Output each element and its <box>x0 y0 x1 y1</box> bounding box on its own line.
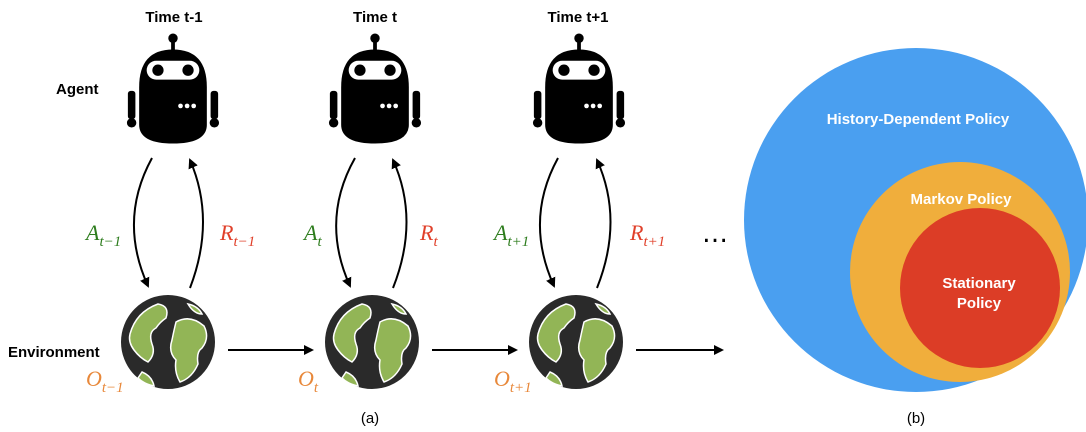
history-dependent-policy-label: History-Dependent Policy <box>827 111 1010 128</box>
reward-arrow <box>595 158 612 289</box>
reward-arrow <box>188 158 204 289</box>
step-t-minus-1: Time t-1 At−1 Rt−1 Ot−1 <box>84 9 314 396</box>
globe-environment-icon <box>119 293 217 391</box>
step-t: Time t At Rt Ot <box>298 9 518 396</box>
environment-label: Environment <box>8 344 100 361</box>
action-label-t-minus-1: At−1 <box>84 220 121 250</box>
stationary-policy-label-line1: Stationary <box>942 275 1016 292</box>
reward-label-t-minus-1: Rt−1 <box>219 220 255 250</box>
agent-label: Agent <box>56 81 99 98</box>
caption-a: (a) <box>361 410 379 427</box>
observation-label-t-minus-1: Ot−1 <box>86 366 124 396</box>
reward-label-t: Rt <box>419 220 438 250</box>
stationary-policy-label-line2: Policy <box>957 295 1002 312</box>
step-t-plus-1: Time t+1 At+1 Rt+1 Ot+1 <box>492 9 724 396</box>
robot-agent-icon <box>328 33 422 144</box>
time-label-t-plus-1: Time t+1 <box>547 9 608 26</box>
markov-policy-label: Markov Policy <box>911 191 1013 208</box>
stationary-policy-circle <box>900 208 1060 368</box>
robot-agent-icon <box>126 33 220 144</box>
ellipsis: … <box>702 219 728 249</box>
action-arrow <box>335 157 356 288</box>
robot-agent-icon <box>532 33 626 144</box>
action-label-t-plus-1: At+1 <box>492 220 529 250</box>
time-label-t-minus-1: Time t-1 <box>145 9 202 26</box>
action-arrow <box>539 157 559 288</box>
globe-environment-icon <box>323 293 421 391</box>
observation-label-t-plus-1: Ot+1 <box>494 366 532 396</box>
globe-environment-icon <box>527 293 625 391</box>
observation-label-t: Ot <box>298 366 319 396</box>
action-arrow <box>133 157 153 288</box>
action-label-t: At <box>302 220 322 250</box>
panel-b: History-Dependent Policy Markov Policy S… <box>744 48 1086 427</box>
panel-a: Agent Environment Time t-1 At−1 Rt−1 Ot−… <box>8 9 728 427</box>
reward-label-t-plus-1: Rt+1 <box>629 220 665 250</box>
time-label-t: Time t <box>353 9 397 26</box>
reward-arrow <box>391 158 408 289</box>
caption-b: (b) <box>907 410 925 427</box>
